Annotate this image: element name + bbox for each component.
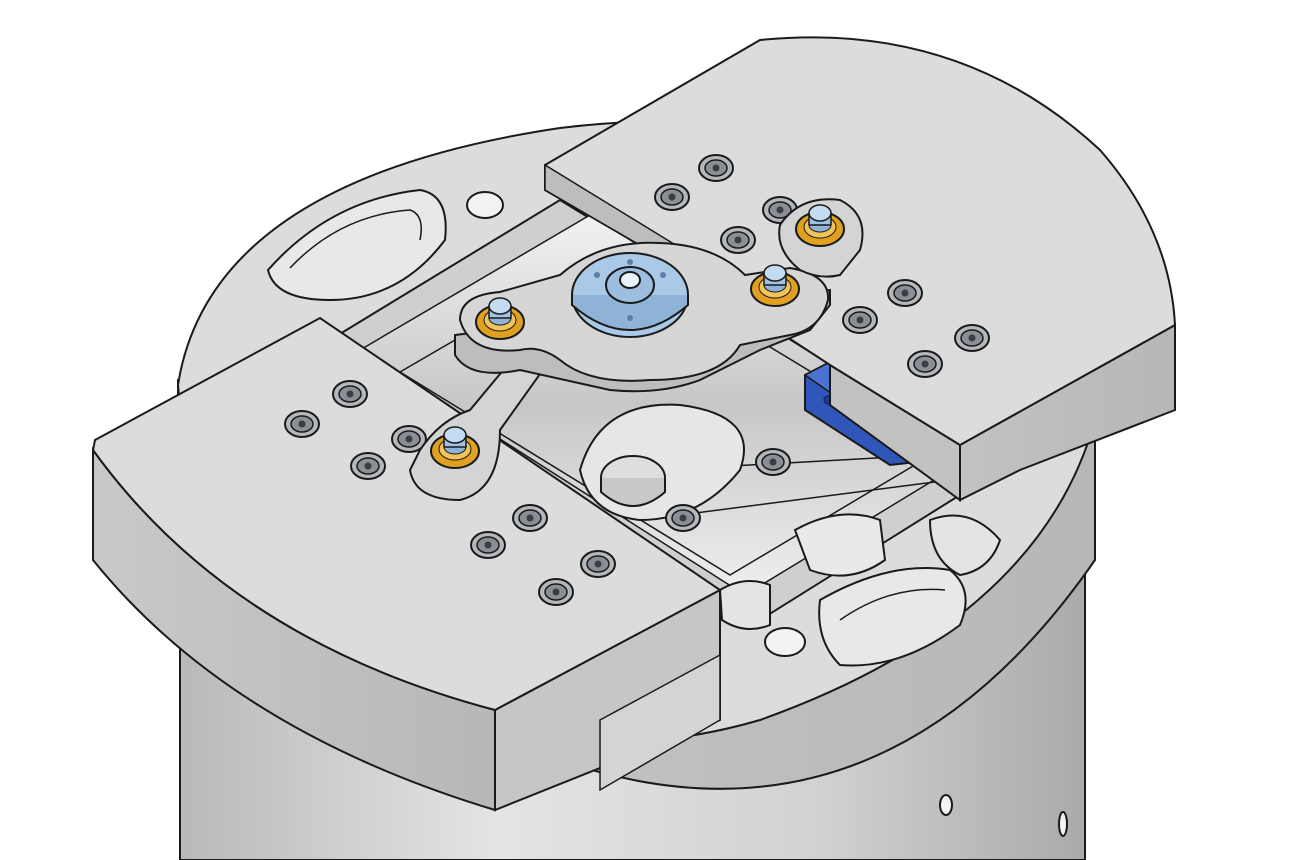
left-jaw	[91, 316, 722, 812]
flange-hole-top	[466, 191, 504, 219]
screw-head	[332, 380, 368, 408]
pocket-bottom-right	[818, 567, 967, 667]
screw-head	[698, 154, 734, 182]
left-jaw-end-cap	[599, 653, 721, 792]
screw-head	[654, 183, 690, 211]
pin-with-washer	[430, 426, 480, 469]
screw-head	[580, 550, 616, 578]
screw-head	[842, 306, 878, 334]
screw-group	[284, 154, 990, 606]
left-jaw-top	[91, 316, 722, 712]
cylinder-hole-2	[1058, 811, 1068, 837]
screw-head	[954, 324, 990, 352]
screw-head	[470, 531, 506, 559]
screw-head	[720, 226, 756, 254]
pin-with-washer	[795, 204, 845, 247]
pin-with-washer	[750, 264, 800, 307]
screw-head	[907, 350, 943, 378]
pocket-center-right	[793, 513, 887, 577]
screw-head	[512, 504, 548, 532]
hub	[571, 252, 689, 338]
screw-head	[284, 410, 320, 438]
pocket-top-left	[266, 188, 447, 302]
screw-head	[538, 578, 574, 606]
pocket-lower-left	[718, 580, 771, 630]
flange-pockets	[266, 188, 1002, 667]
screw-head	[391, 425, 427, 453]
pin-with-washer	[475, 297, 525, 340]
screw-head	[887, 279, 923, 307]
pin-group	[430, 204, 845, 469]
screw-head	[755, 448, 791, 476]
screw-head	[350, 452, 386, 480]
screw-head	[665, 504, 701, 532]
pocket-right-slot	[928, 514, 1002, 577]
flange-hole-bottom	[764, 627, 806, 657]
cylinder-hole-1	[939, 794, 953, 816]
